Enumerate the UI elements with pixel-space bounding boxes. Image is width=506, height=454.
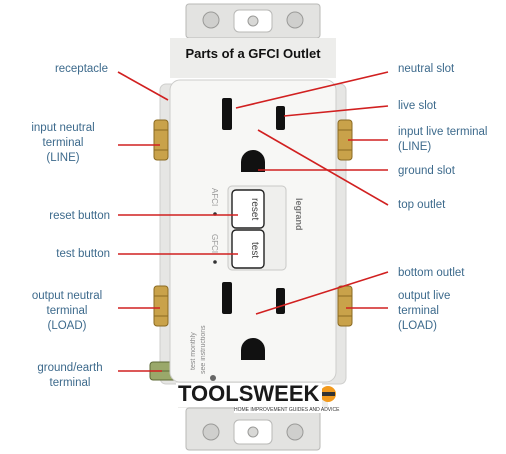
label-line: ground/earth xyxy=(37,362,103,374)
logo-badge xyxy=(320,386,336,402)
label-line: output live xyxy=(398,290,451,302)
label-reset-button: reset button xyxy=(49,210,110,222)
label-line: input live terminal xyxy=(398,126,488,138)
label-line: terminal xyxy=(49,377,91,389)
label-line: (LINE) xyxy=(46,152,80,164)
top-outlet-slots xyxy=(222,98,285,172)
afci-side-text: AFCI xyxy=(210,188,219,207)
label-top-outlet: top outlet xyxy=(398,199,446,211)
gfci-side-text: GFCI xyxy=(210,234,219,254)
side-note-2: see instructions xyxy=(200,325,207,374)
label-input-live-terminal: input live terminal (LINE) xyxy=(398,125,487,155)
label-line: (LOAD) xyxy=(398,320,437,332)
logo-text: TOOLSWEEK xyxy=(178,381,320,406)
label-line: terminal xyxy=(46,305,88,317)
test-button-text[interactable]: test xyxy=(249,241,260,259)
brand-mark: legrand xyxy=(294,198,304,231)
label-bottom-outlet: bottom outlet xyxy=(398,267,465,279)
label-live-slot: live slot xyxy=(398,100,437,112)
label-line: terminal xyxy=(42,137,84,149)
label-line: input neutral xyxy=(31,122,95,134)
brass-terminals xyxy=(153,119,353,327)
leader-lines xyxy=(117,71,389,372)
label-receptacle: receptacle xyxy=(54,63,108,75)
diagram-title: Parts of a GFCI Outlet xyxy=(185,46,321,61)
label-line: (LOAD) xyxy=(47,320,87,332)
logo-tagline: HOME IMPROVEMENT GUIDES AND ADVICE xyxy=(234,407,340,413)
label-ground-slot: ground slot xyxy=(398,165,455,177)
logo-background xyxy=(176,383,322,407)
label-input-neutral-terminal: input neutral terminal (LINE) xyxy=(20,121,106,166)
label-line: (LINE) xyxy=(398,141,432,153)
label-neutral-slot: neutral slot xyxy=(398,63,455,75)
button-panel xyxy=(210,185,287,381)
label-line: terminal xyxy=(398,305,439,317)
label-output-live-terminal: output live terminal (LOAD) xyxy=(398,289,450,334)
reset-button-text[interactable]: reset xyxy=(249,197,260,221)
label-test-button: test button xyxy=(56,248,110,260)
label-output-neutral-terminal: output neutral terminal (LOAD) xyxy=(18,289,116,334)
mounting-strap-top xyxy=(170,3,336,78)
label-line: output neutral xyxy=(31,290,103,302)
label-ground-earth-terminal: ground/earth terminal xyxy=(26,361,114,391)
